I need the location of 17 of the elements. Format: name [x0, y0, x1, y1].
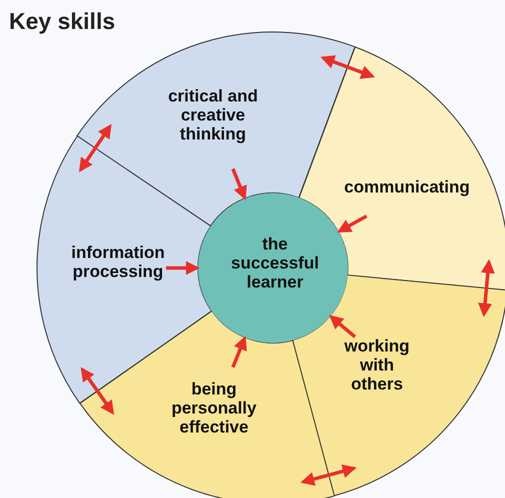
skill-label: working with others [343, 336, 411, 394]
double-arrow [78, 124, 112, 172]
arrow [166, 261, 200, 275]
arrow [231, 336, 247, 368]
arrow [329, 315, 356, 338]
skill-label: being personally effective [170, 379, 258, 436]
double-arrow [478, 259, 495, 318]
title: Key skills [9, 8, 116, 35]
arrow [337, 214, 368, 233]
double-arrow [80, 367, 114, 415]
skill-label: critical and creative thinking [167, 86, 259, 144]
arrow [231, 168, 247, 200]
skill-label: information processing [70, 242, 166, 281]
double-arrow [300, 464, 357, 486]
skill-label: communicating [343, 177, 471, 196]
double-arrow [320, 55, 376, 79]
skill-label: the successful learner [230, 234, 320, 292]
